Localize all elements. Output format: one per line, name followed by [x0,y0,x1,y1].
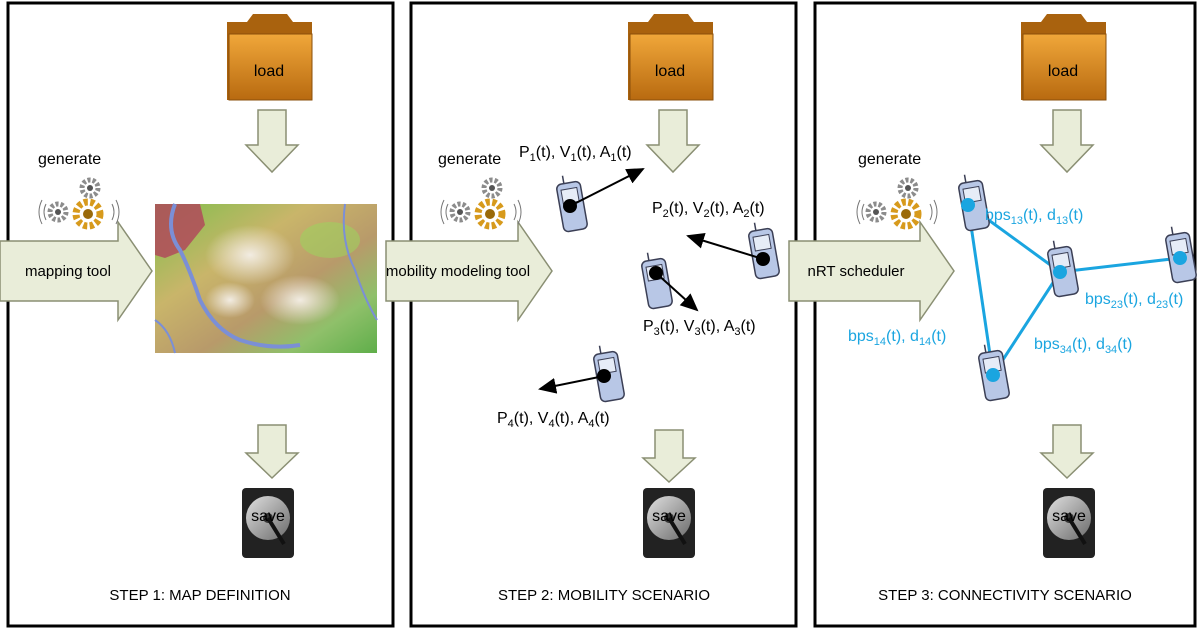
load-label: load [254,63,284,80]
mobility-label-2: P2(t), V2(t), A2(t) [652,200,765,220]
mobility-label-4: P4(t), V4(t), A4(t) [497,410,610,430]
generate-label: generate [38,151,101,168]
node-2 [1173,251,1187,265]
connectivity-scene: bps13(t), d13(t) bps23(t), d23(t) bps14(… [848,174,1197,402]
link-label-14: bps14(t), d14(t) [848,328,946,348]
link-label-34: bps34(t), d34(t) [1034,336,1132,356]
save-disk-icon: save [1043,488,1095,558]
mobility-scene: P1(t), V1(t), A1(t) P2(t), V2(t), A2(t) … [497,144,780,430]
node-3 [1053,265,1067,279]
panel-step2 [409,1,798,628]
load-folder-icon: load [628,14,714,101]
mobility-label-3: P3(t), V3(t), A3(t) [643,318,756,338]
gear-icon [449,201,471,223]
load-folder-icon: load [1021,14,1107,101]
step1-caption: STEP 1: MAP DEFINITION [109,587,290,604]
mobility-tool-arrow: mobility modeling tool [385,219,553,323]
gear-icon [890,198,922,230]
generate-label: generate [858,151,921,168]
down-arrows [244,109,1095,484]
gear-icon [865,201,887,223]
link-3-2 [1059,256,1181,274]
down-arrow-icon [244,109,300,174]
generate-label: generate [438,151,501,168]
generate-gears-1: generate [38,151,120,230]
save-label: save [1052,508,1086,525]
gear-icon [79,177,101,199]
node-4 [986,368,1000,382]
gear-icon [474,198,506,230]
down-arrow-icon [244,424,300,480]
mobility-tool-label: mobility modeling tool [386,263,530,280]
gear-icon [481,177,503,199]
mapping-tool-arrow: mapping tool [0,219,153,323]
link-label-23: bps23(t), d23(t) [1085,291,1183,311]
link-label-13: bps13(t), d13(t) [985,207,1083,227]
generate-gears-3: generate [856,151,938,230]
link-3-4 [991,271,1062,376]
panel-step1 [6,1,395,628]
down-arrow-icon [645,109,701,174]
save-label: save [652,508,686,525]
scheduler-arrow: nRT scheduler [788,219,955,323]
gear-icon [72,198,104,230]
load-label: load [1048,63,1078,80]
gear-icon [47,201,69,223]
step2-caption: STEP 2: MOBILITY SCENARIO [498,587,710,604]
down-arrow-icon [1039,109,1095,174]
gear-icon [897,177,919,199]
down-arrow-icon [1039,424,1095,480]
save-disk-icon: save [242,488,294,558]
down-arrow-icon [641,429,697,484]
mobile-phone-icon [1165,226,1197,284]
mapping-tool-label: mapping tool [25,263,111,280]
generate-gears-2: generate [438,151,522,230]
mobile-phone-icon [748,222,780,280]
node-dots [961,198,1187,382]
load-folder-icon: load [227,14,313,101]
save-disk-icon: save [643,488,695,558]
terrain-map-image [154,203,378,354]
load-label: load [655,63,685,80]
link-1-4 [966,204,995,376]
step3-caption: STEP 3: CONNECTIVITY SCENARIO [878,587,1132,604]
save-label: save [251,508,285,525]
node-1 [961,198,975,212]
mobility-label-1: P1(t), V1(t), A1(t) [519,144,632,164]
scheduler-label: nRT scheduler [807,263,904,280]
panel-step3 [813,1,1197,628]
